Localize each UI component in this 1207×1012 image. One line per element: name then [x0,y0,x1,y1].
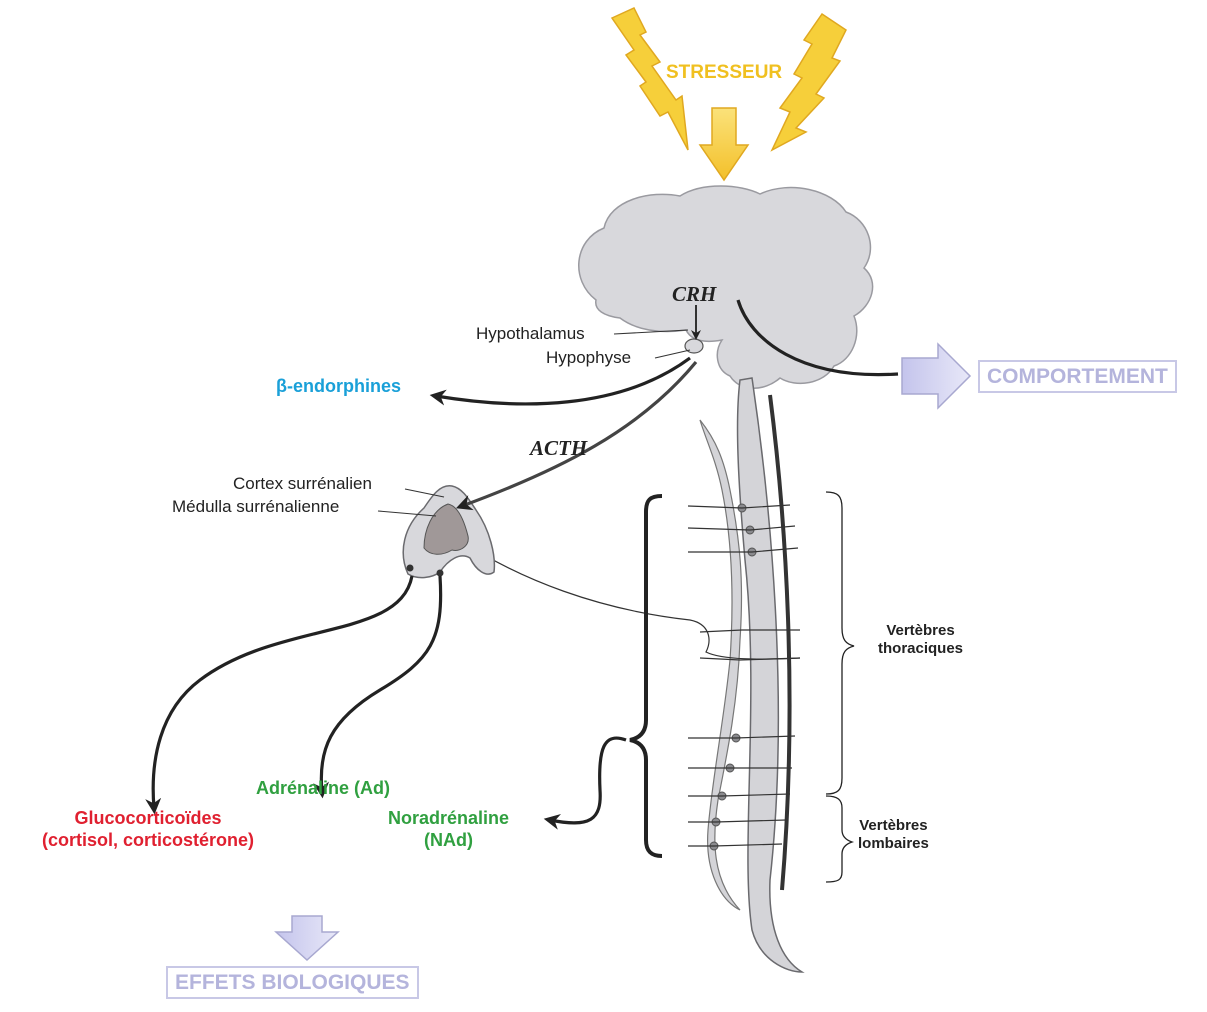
acth-arrow [462,362,696,506]
noradrenaline-arrow [550,738,626,823]
noradrenaline-line2: (NAd) [388,830,509,852]
lightning-right-icon [772,14,846,150]
glucocorticoid-line1: Glucocorticoïdes [42,808,254,830]
acth-label: ACTH [530,436,587,461]
crh-label: CRH [672,282,716,307]
spinal-cord-shape [738,378,802,972]
vertebres-thoraciques-line1: Vertèbres [878,622,963,640]
adrenal-medulla-label: Médulla surrénalienne [172,497,339,517]
sympathetic-chain-shape [700,420,742,910]
label-leader-lines [378,330,690,516]
noradrenaline-label: Noradrénaline (NAd) [388,808,509,851]
glucocorticoid-label: Glucocorticoïdes (cortisol, corticostéro… [42,808,254,851]
thoracic-brace [826,492,854,794]
hypophyse-label: Hypophyse [546,348,631,368]
noradrenaline-line1: Noradrénaline [388,808,509,830]
glucocorticoid-arrow [153,576,412,808]
effects-block-arrow-icon [276,916,338,960]
lumbar-brace [826,796,852,882]
vertebres-thoraciques-line2: thoraciques [878,640,963,658]
vertebres-lombaires-line2: lombaires [858,835,929,853]
beta-endorphin-label: β-endorphines [276,376,401,398]
adrenal-cortex-label: Cortex surrénalien [233,474,372,494]
adrenaline-arrow [321,576,440,792]
biological-effects-output-box: EFFETS BIOLOGIQUES [166,966,419,999]
vertebres-thoraciques-label: Vertèbres thoraciques [878,622,963,658]
vertebres-lombaires-label: Vertèbres lombaires [858,817,929,853]
glucocorticoid-line2: (cortisol, corticostérone) [42,830,254,852]
adrenaline-label: Adrénaline (Ad) [256,778,390,800]
hypothalamus-label: Hypothalamus [476,324,585,344]
behavior-output-box: COMPORTEMENT [978,360,1177,393]
behavior-block-arrow-icon [902,344,970,408]
stressor-down-arrow-icon [700,108,748,180]
stressor-label: STRESSEUR [666,62,782,85]
vertebres-lombaires-line1: Vertèbres [858,817,929,835]
segment-bracket [630,496,662,856]
